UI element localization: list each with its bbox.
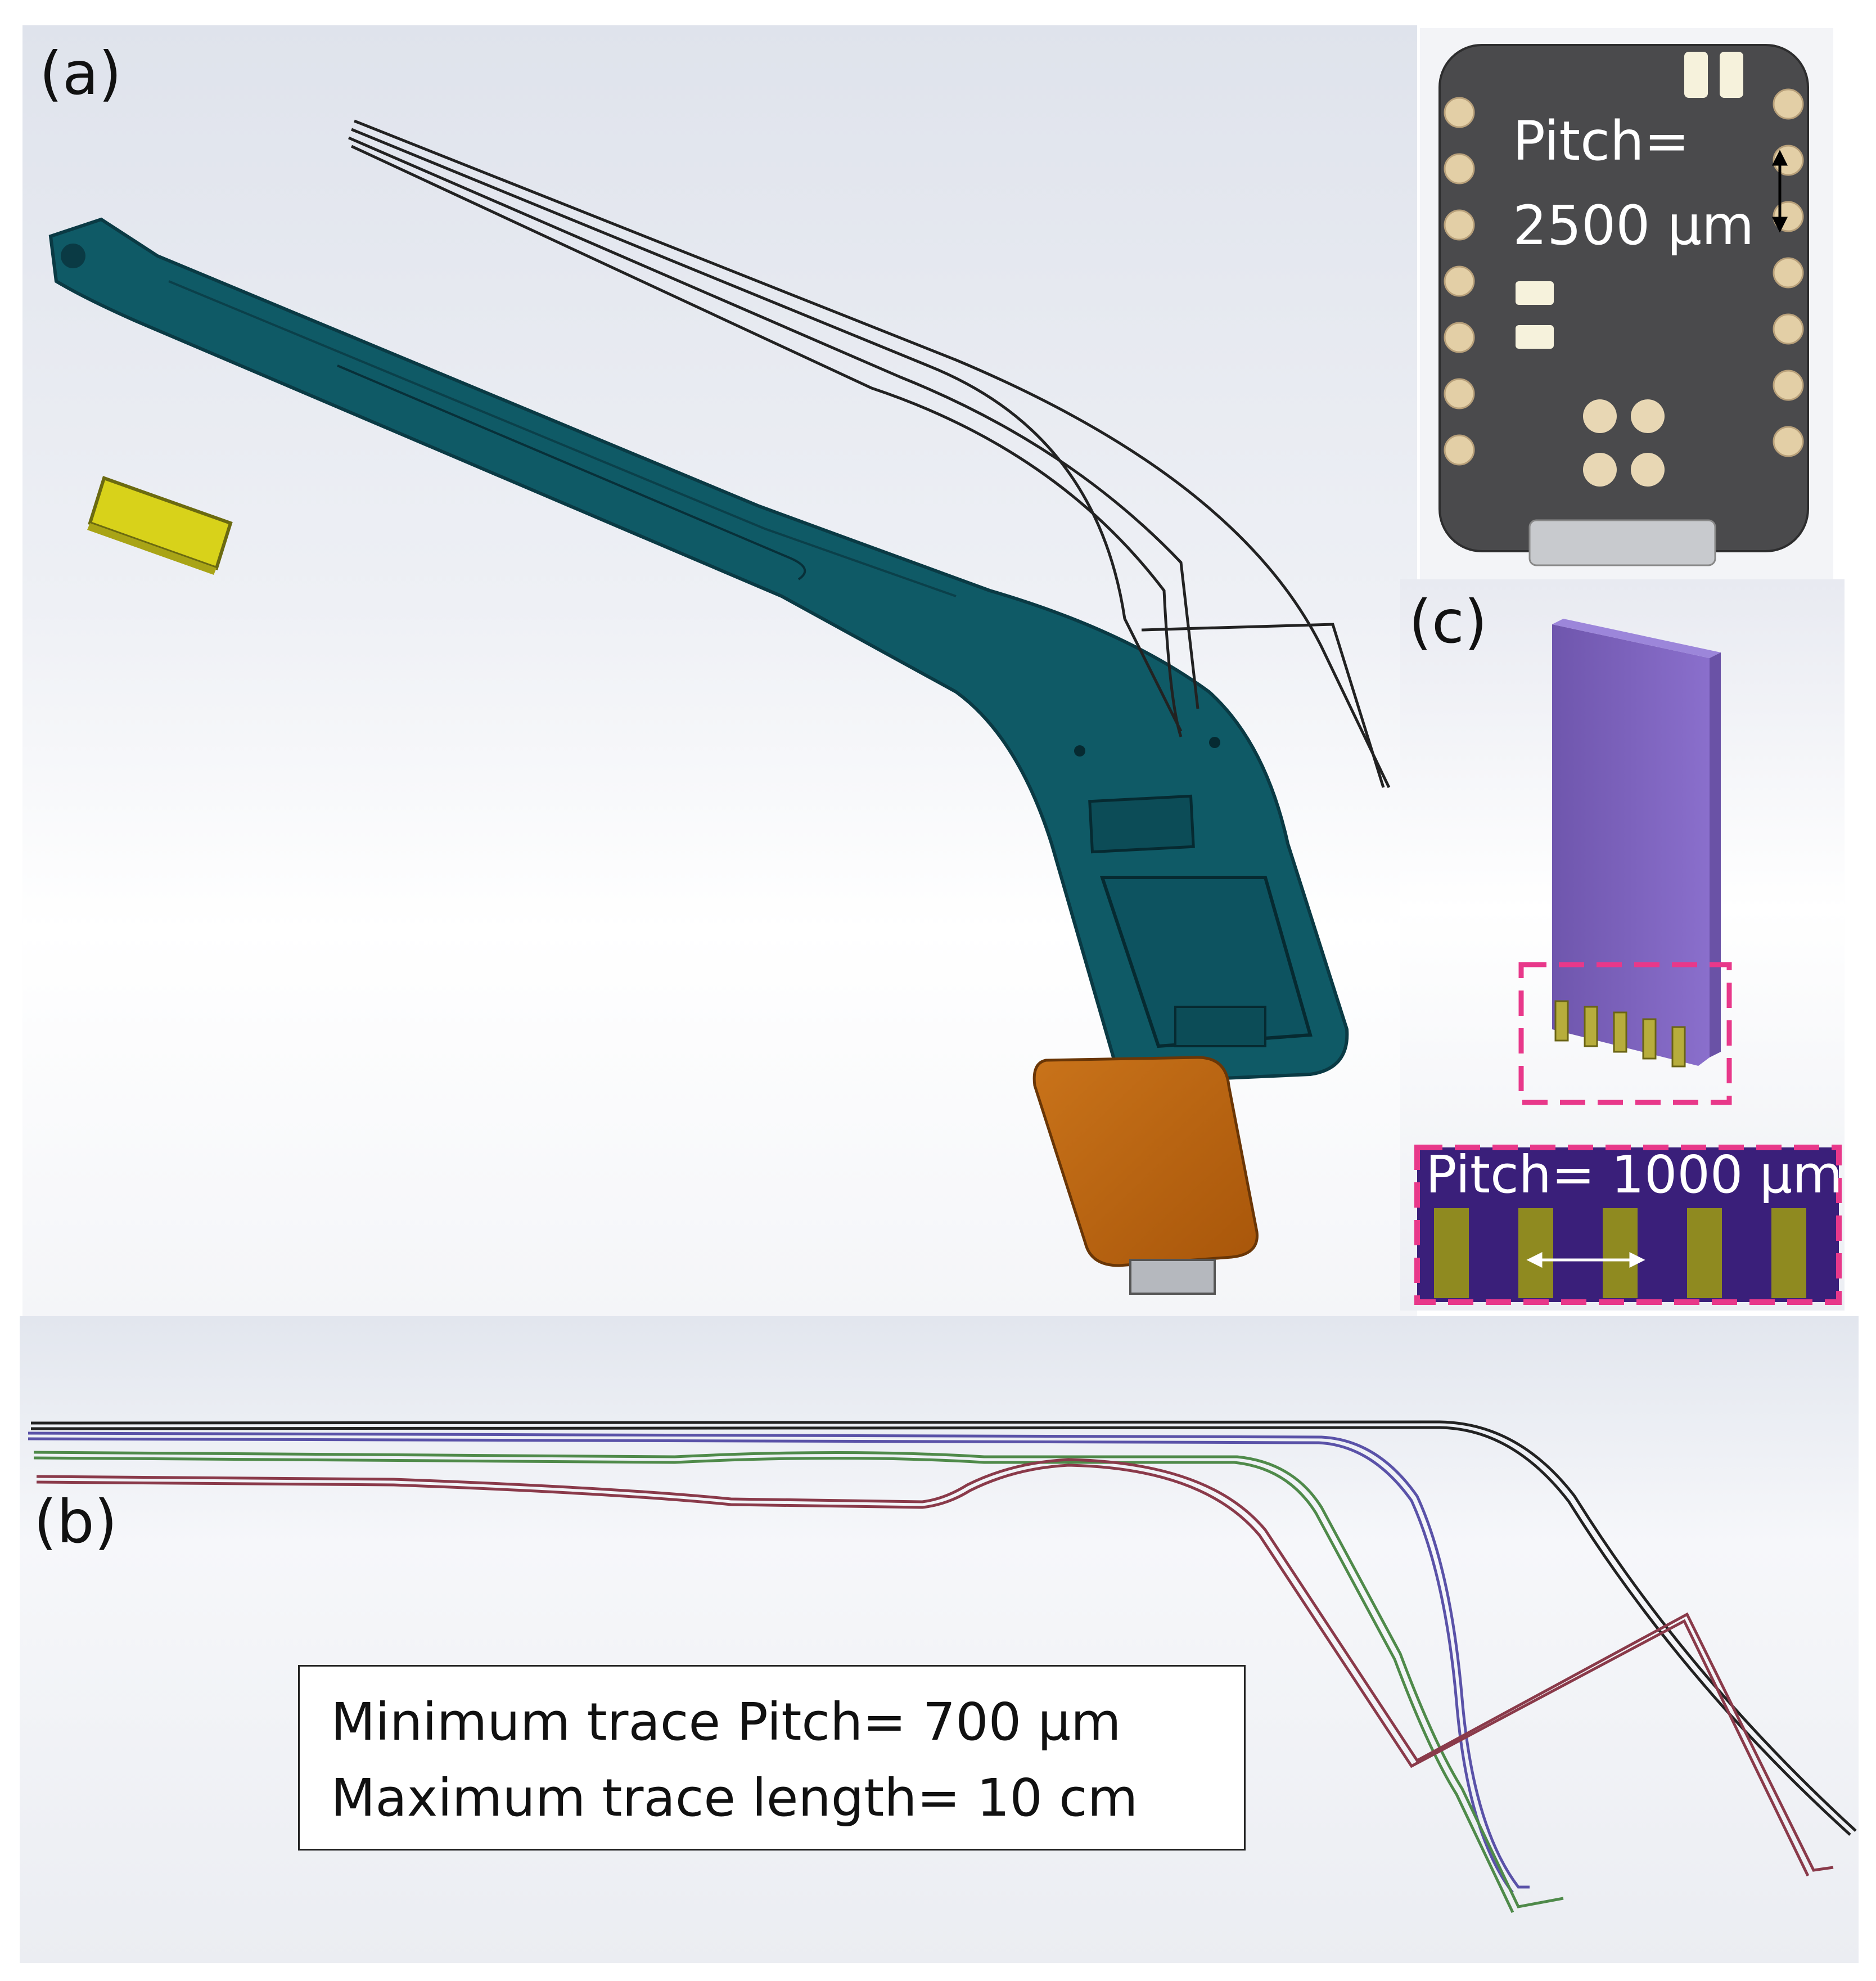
panel-a-label: (a) xyxy=(39,39,122,108)
min-trace-pitch-text: Minimum trace Pitch= 700 μm xyxy=(331,1692,1121,1752)
trace-red xyxy=(36,1458,1834,1877)
connector-zoom xyxy=(1414,1145,1842,1305)
pcb-edge-pads xyxy=(1444,88,1804,466)
trace-green xyxy=(33,1451,1564,1914)
pcb-orange xyxy=(1032,1056,1259,1295)
trace-spec-callout: Minimum trace Pitch= 700 μm Maximum trac… xyxy=(298,1665,1246,1851)
max-trace-length-text: Maximum trace length= 10 cm xyxy=(331,1768,1138,1828)
pitch-arrow-icon xyxy=(1771,150,1788,233)
dashed-highlight-box xyxy=(1518,962,1732,1105)
connector-bar xyxy=(1552,619,1721,1066)
trace-black xyxy=(30,1420,1857,1836)
connector-pitch-label: Pitch= 1000 μm xyxy=(1426,1145,1843,1205)
pcb-pitch-label-line1: Pitch= xyxy=(1513,110,1690,173)
panel-b-label: (b) xyxy=(34,1488,118,1556)
forceps-wire-traces xyxy=(348,119,1391,789)
panel-c-label: (c) xyxy=(1409,588,1487,656)
pcb-dark-board xyxy=(1438,44,1809,566)
forceps-body xyxy=(48,217,1349,1083)
flex-connector-chip xyxy=(87,476,233,575)
pitch-double-arrow-icon xyxy=(1526,1251,1645,1268)
pcb-pitch-label-line2: 2500 μm xyxy=(1513,194,1755,257)
connector-pads xyxy=(1554,1000,1686,1068)
